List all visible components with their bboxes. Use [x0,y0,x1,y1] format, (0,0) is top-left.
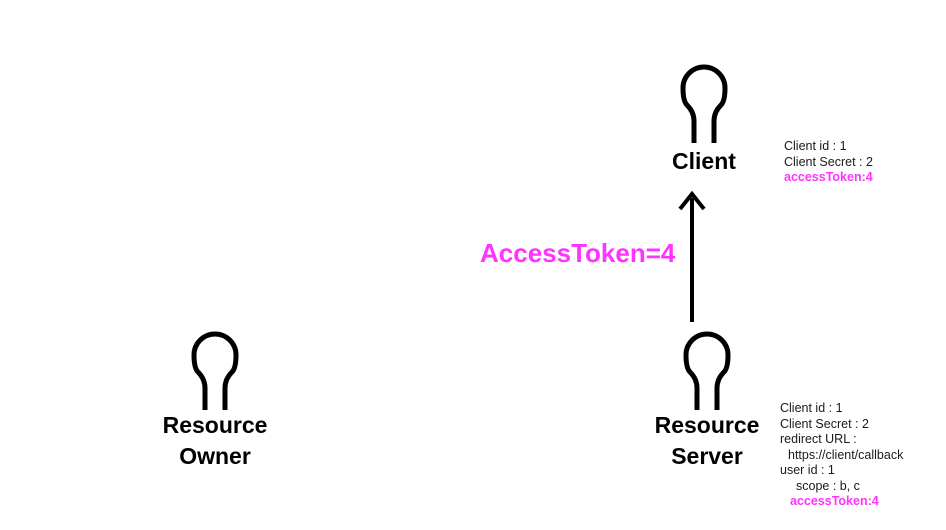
person-icon [191,331,239,410]
resource-server-info: Client id : 1 Client Secret : 2 redirect… [780,401,903,510]
client-access-token-text: accessToken:4 [784,170,873,184]
server-redirect-url-text: https://client/callback [788,447,904,462]
resource-owner-actor: Resource Owner [155,331,275,472]
client-id-text: Client id : 1 [784,139,847,153]
resource-owner-label-line1: Resource [162,412,268,438]
server-user-id-text: user id : 1 [780,463,835,477]
server-scope-text: scope : b, c [796,478,860,493]
person-icon [683,331,731,410]
client-info: Client id : 1 Client Secret : 2 accessTo… [784,139,873,186]
access-token-flow-label: AccessToken=4 [480,238,676,268]
person-icon [680,64,728,143]
server-client-secret-text: Client Secret : 2 [780,416,869,431]
server-client-id-text: Client id : 1 [780,401,843,415]
client-label: Client [672,148,736,174]
server-redirect-url-label: redirect URL : [780,432,857,446]
resource-owner-label-line2: Owner [179,443,251,469]
resource-server-actor: Resource Server [647,331,767,472]
client-actor: Client [664,64,744,177]
server-access-token-text: accessToken:4 [790,494,879,508]
resource-server-label-line1: Resource [654,412,760,438]
resource-server-label-line2: Server [671,443,743,469]
client-secret-text: Client Secret : 2 [784,154,873,169]
